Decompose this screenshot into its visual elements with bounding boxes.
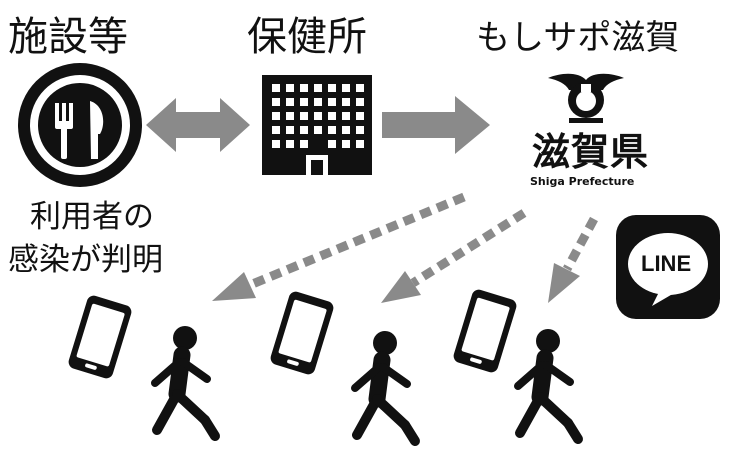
smartphone-icon bbox=[68, 295, 132, 379]
building-windows bbox=[272, 84, 364, 148]
user-infected-label-line2: 感染が判明 bbox=[8, 242, 163, 278]
line-app-icon bbox=[616, 215, 720, 319]
walking-person-icon bbox=[151, 326, 220, 441]
shiga-prefecture-emblem-icon bbox=[548, 73, 624, 123]
smartphone-icon bbox=[270, 291, 334, 375]
moshisapo-label: もしサポ滋賀 bbox=[476, 18, 680, 58]
notification-arrow-middle bbox=[381, 209, 527, 303]
notification-arrow-right bbox=[548, 216, 598, 303]
health-center-to-prefecture-arrow bbox=[382, 96, 490, 154]
notification-arrows bbox=[212, 192, 598, 303]
user-infected-label-line1: 利用者の bbox=[30, 199, 154, 235]
notification-arrow-left bbox=[212, 192, 466, 301]
restaurant-fork-knife-icon bbox=[18, 63, 142, 187]
prefecture-name-en: Shiga Prefecture bbox=[530, 175, 635, 188]
prefecture-name-ja: 滋賀県 bbox=[532, 130, 650, 174]
line-app-label: LINE bbox=[641, 251, 692, 276]
smartphone-icon bbox=[453, 289, 517, 373]
walking-person-icon bbox=[514, 329, 583, 444]
facility-label: 施設等 bbox=[8, 14, 128, 60]
walking-person-icon bbox=[351, 331, 420, 446]
office-building-icon bbox=[262, 75, 372, 175]
facility-health-center-double-arrow bbox=[146, 98, 250, 152]
health-center-label: 保健所 bbox=[247, 14, 367, 60]
